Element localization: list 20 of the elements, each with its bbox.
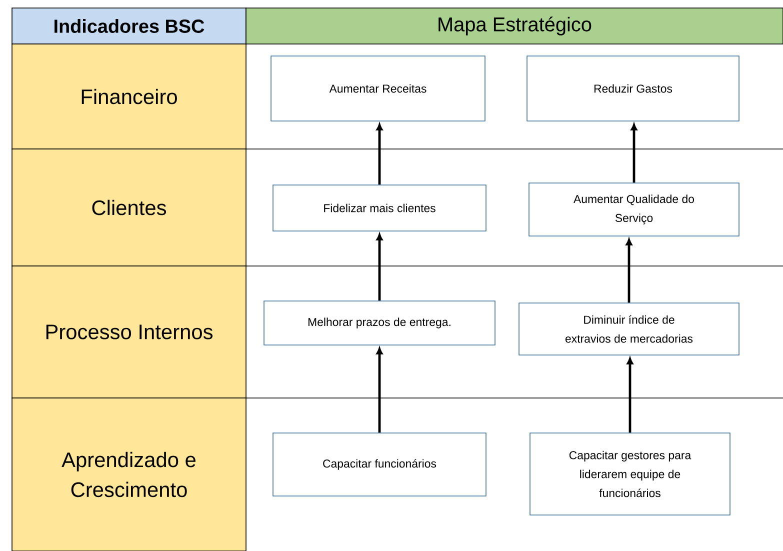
objective-box: Melhorar prazos de entrega. [264, 300, 496, 346]
category-cell: Processo Internos [12, 266, 246, 398]
objective-box: Reduzir Gastos [526, 56, 740, 122]
arrow [626, 358, 634, 433]
objective-box: Diminuir índice de extravios de mercadorias [518, 302, 740, 356]
header-cell: Indicadores BSC [12, 8, 246, 44]
arrow [376, 234, 383, 301]
category-cell: Aprendizado e Crescimento [12, 398, 246, 551]
header-cell: Mapa Estratégico [246, 8, 783, 44]
objective-box: Capacitar gestores para liderarem equipe de funcionários [530, 432, 730, 516]
arrow [376, 348, 383, 433]
category-cell: Clientes [12, 148, 246, 266]
objective-box: Aumentar Receitas [270, 56, 486, 122]
objective-box: Capacitar funcionários [272, 432, 486, 496]
category-cell: Financeiro [12, 44, 246, 150]
arrow [626, 238, 632, 303]
objective-box: Fidelizar mais clientes [272, 184, 486, 232]
objective-box: Aumentar Qualidade do Serviço [528, 182, 740, 236]
arrow [376, 124, 383, 185]
arrow [630, 124, 638, 183]
